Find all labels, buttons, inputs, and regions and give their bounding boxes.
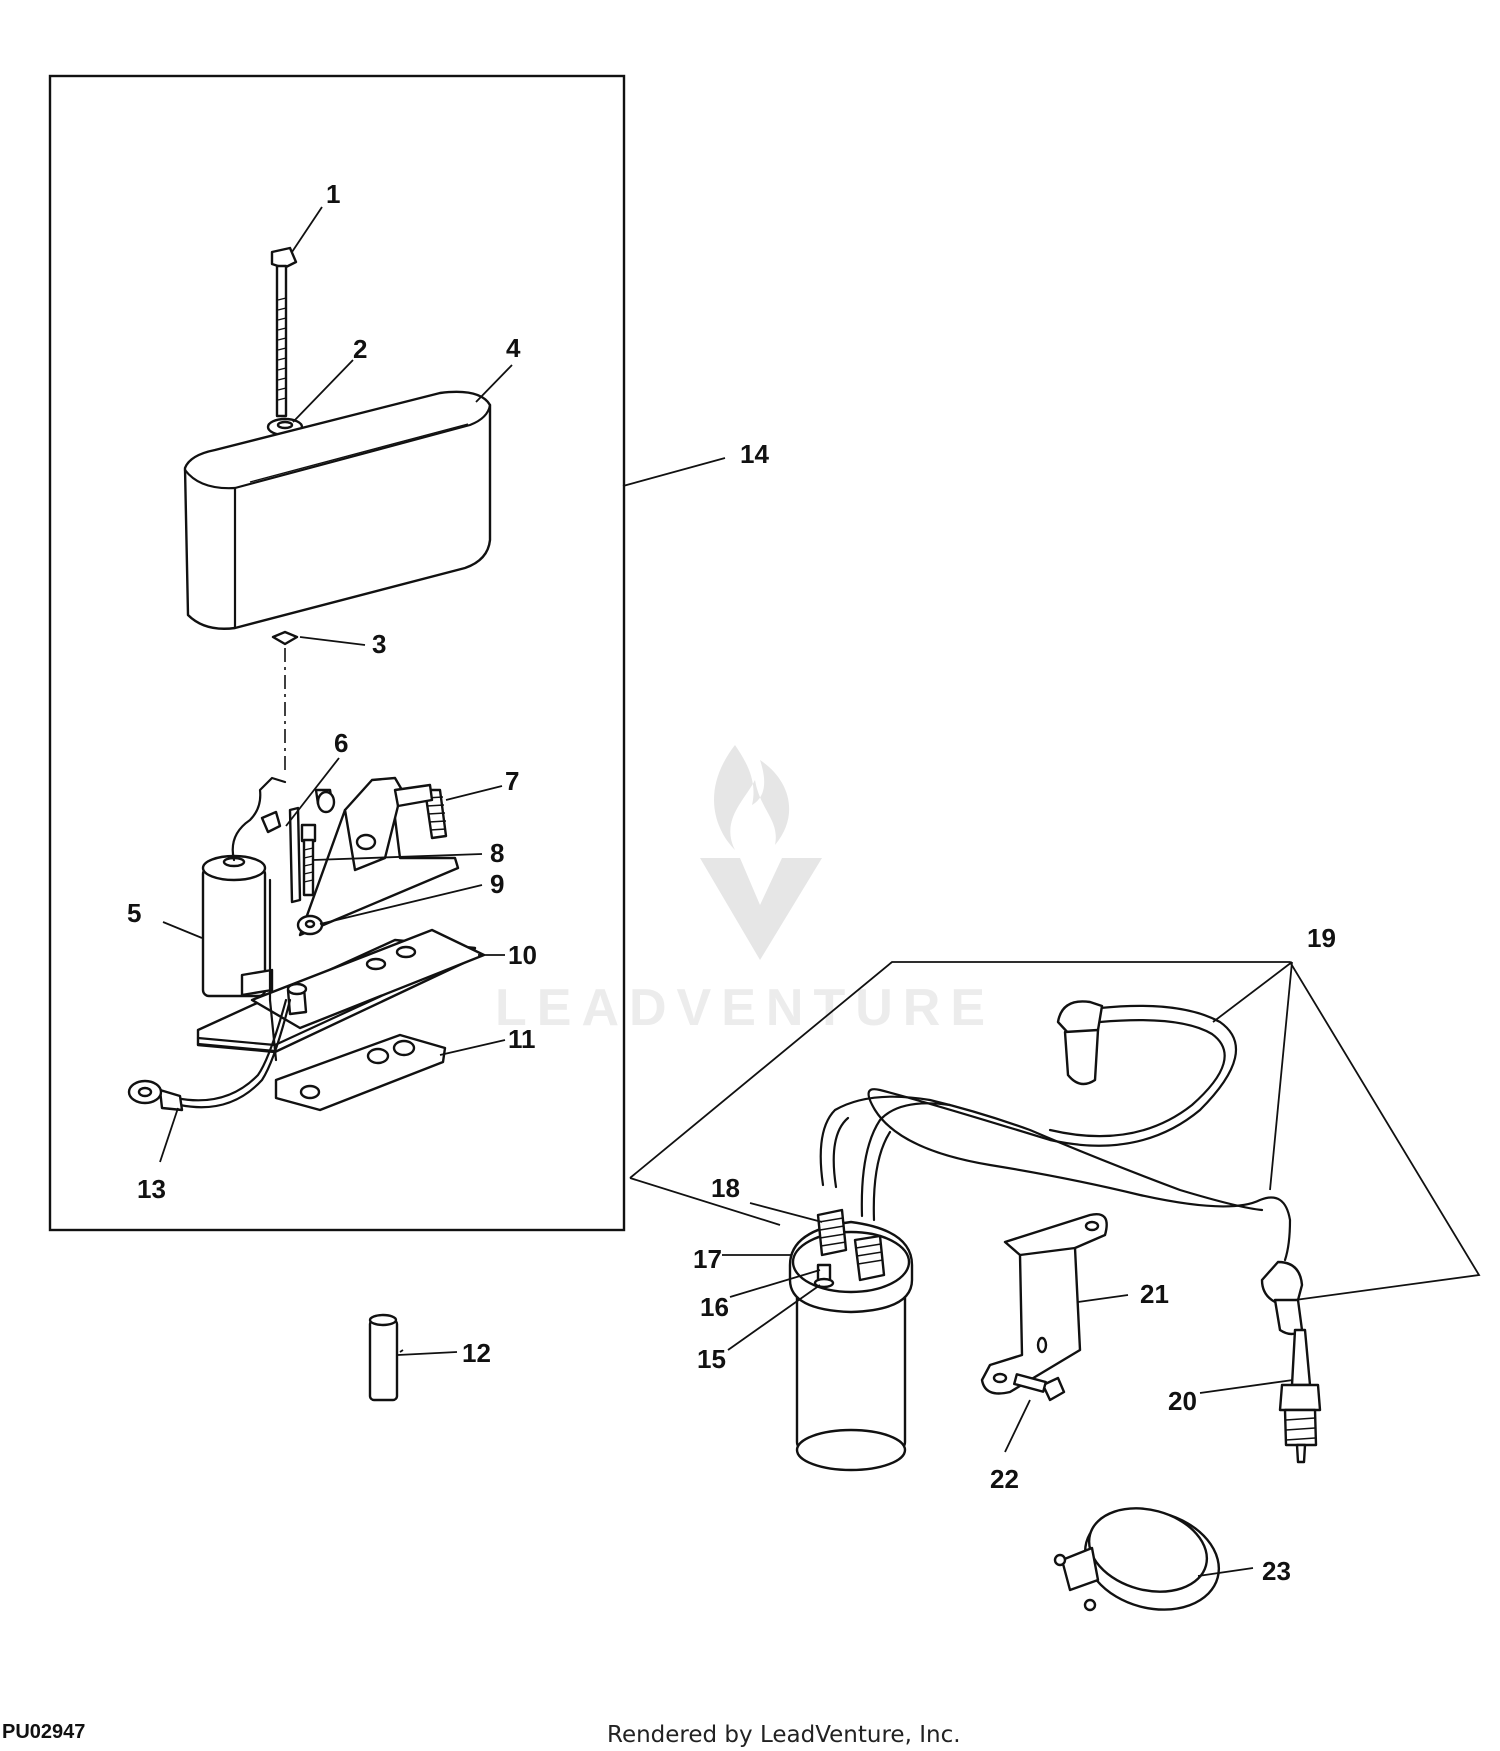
- bolt-part-1: [270, 246, 298, 418]
- callout-8: 8: [490, 838, 504, 868]
- callout-22: 22: [990, 1464, 1019, 1494]
- spark-plug-wires: [819, 1004, 1292, 1262]
- callout-17: 17: [693, 1244, 722, 1274]
- callout-23: 23: [1262, 1556, 1291, 1586]
- watermark-text: LEADVENTURE: [495, 979, 995, 1037]
- callout-16: 16: [700, 1292, 729, 1322]
- cover-part-4: [183, 390, 492, 630]
- callout-5: 5: [127, 898, 141, 928]
- nut-part-3: [271, 630, 299, 770]
- breaker-points-mechanism: [127, 776, 486, 1112]
- callout-3: 3: [372, 629, 386, 659]
- callout-9: 9: [490, 869, 504, 899]
- callout-14: 14: [740, 439, 769, 469]
- assembly-frame: [48, 74, 626, 1232]
- hose-clamp-part-23: [1053, 1507, 1221, 1612]
- render-credit: Rendered by LeadVenture, Inc.: [607, 1722, 961, 1748]
- wire-boots: [1056, 1000, 1304, 1336]
- callout-21: 21: [1140, 1279, 1169, 1309]
- callout-15: 15: [697, 1344, 726, 1374]
- callout-19: 19: [1307, 923, 1336, 953]
- callout-18: 18: [711, 1173, 740, 1203]
- pin-part-12: [368, 1313, 399, 1402]
- callout-7: 7: [505, 766, 519, 796]
- bracket-part-21: [980, 1213, 1108, 1395]
- callout-11: 11: [508, 1024, 536, 1054]
- callout-20: 20: [1168, 1386, 1197, 1416]
- callout-12: 12: [462, 1338, 491, 1368]
- callout-labels: 1 2 3 4 5 6 7 8 9 10 11 12 13 14 15 16 1…: [127, 179, 1336, 1586]
- leadventure-watermark: LEADVENTURE: [495, 745, 995, 1037]
- ignition-coil: [788, 1208, 914, 1472]
- callout-2: 2: [353, 334, 367, 364]
- callout-6: 6: [334, 728, 348, 758]
- screw-part-22: [1013, 1373, 1066, 1402]
- figure-code: PU02947: [2, 1721, 85, 1743]
- callout-13: 13: [137, 1174, 166, 1204]
- callout-4: 4: [506, 333, 521, 363]
- callout-1: 1: [326, 179, 340, 209]
- wire-set-bracket: [629, 961, 1481, 1301]
- leader-lines: [159, 206, 1294, 1577]
- callout-10: 10: [508, 940, 537, 970]
- spark-plug-part-20: [1278, 1328, 1322, 1464]
